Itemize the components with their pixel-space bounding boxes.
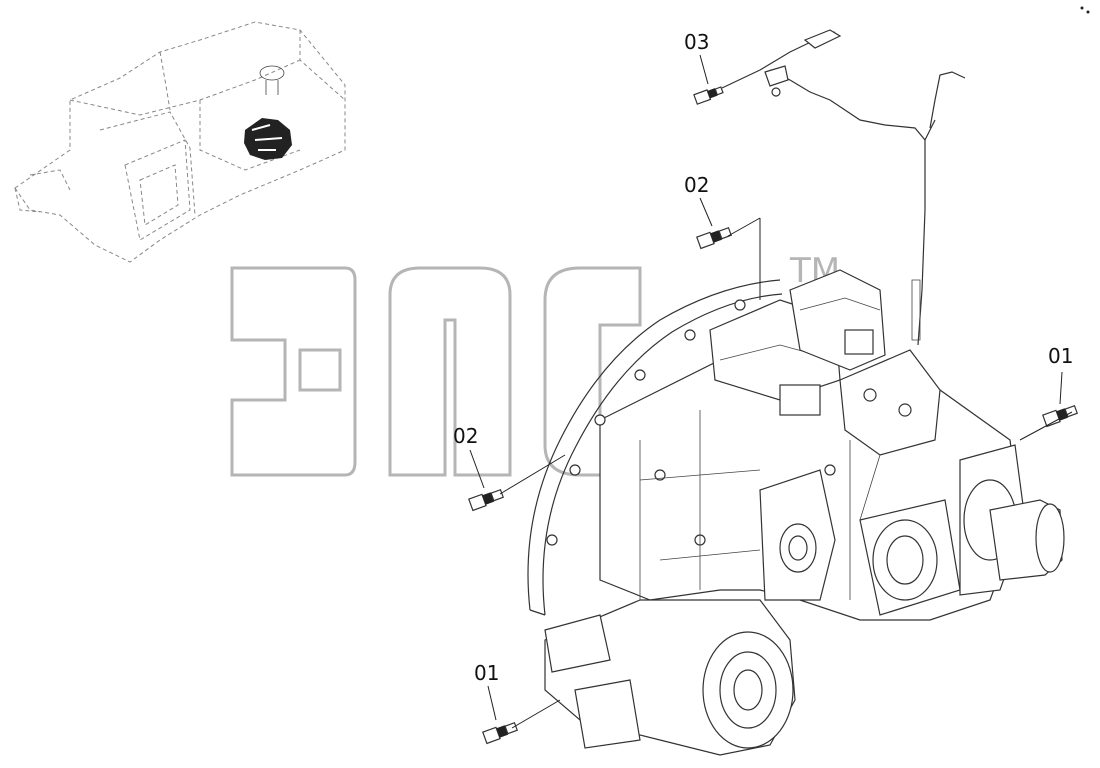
watermark-letter-e [230, 266, 357, 477]
watermark-logo: TM [230, 251, 840, 477]
excavator-outline-icon [14, 21, 346, 263]
watermark-letter-p [388, 266, 512, 477]
corner-mark [1080, 6, 1090, 14]
leader-lines [469, 54, 1073, 729]
pressure-sensor-icon [468, 86, 1078, 745]
callout-03: 03 [684, 30, 709, 54]
wiring-harness [721, 29, 966, 346]
hydraulic-pump-assembly-icon [527, 269, 1065, 756]
callout-01-right: 01 [1048, 344, 1073, 368]
callout-02-upper: 02 [684, 173, 709, 197]
callout-01-bottom: 01 [474, 661, 499, 685]
callout-02-left: 02 [453, 424, 478, 448]
